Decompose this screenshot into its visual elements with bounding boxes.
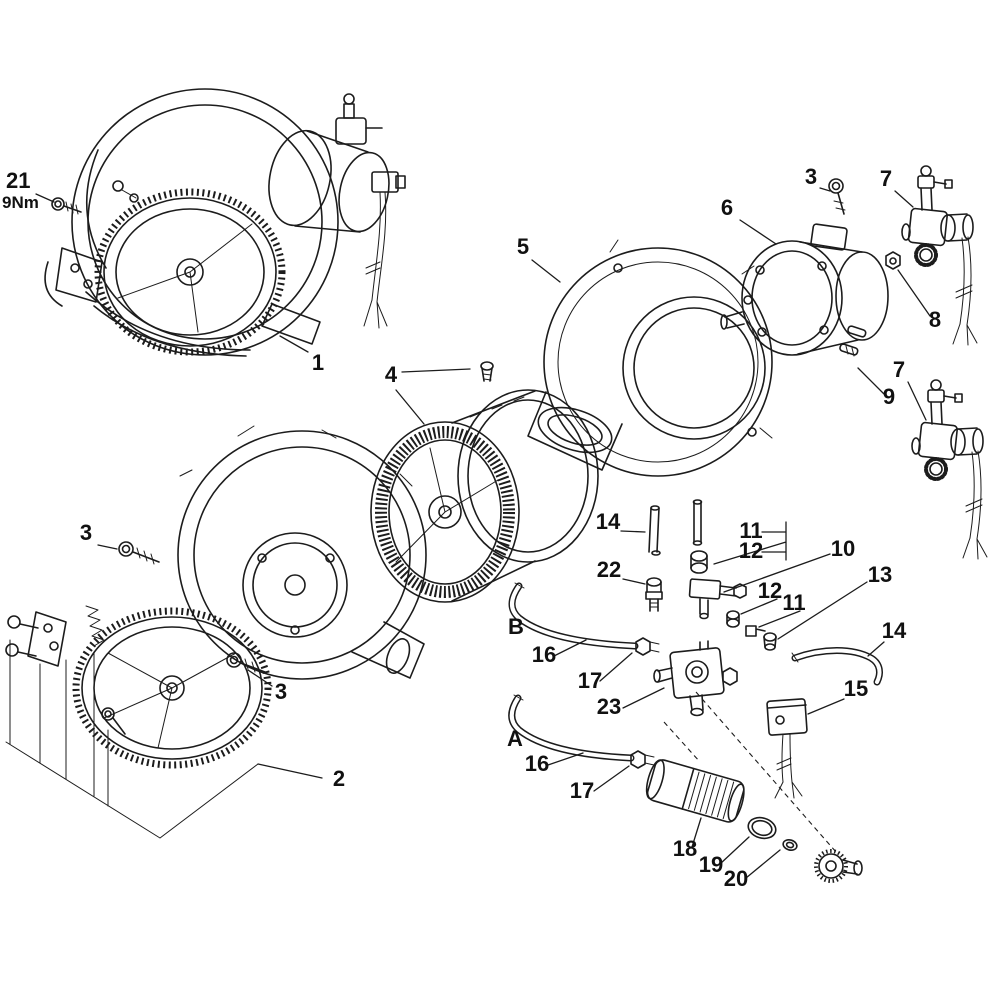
torque-note: 9Nm: [2, 193, 39, 212]
callout-11-a: 11: [739, 518, 762, 543]
leader-lines: [35, 187, 931, 879]
callout-19: 19: [699, 852, 723, 877]
fitting-22: [645, 577, 663, 612]
screw-21: [51, 197, 82, 215]
tee-fitting-10: [688, 578, 747, 620]
top-valve-1: [335, 93, 383, 145]
callout-15: 15: [844, 676, 868, 701]
hose-B: [508, 582, 639, 650]
nut-8: [885, 251, 901, 270]
blower-assembly-2: [5, 425, 427, 839]
callout-11-b: 11: [782, 590, 805, 615]
callout-22: 22: [597, 557, 621, 582]
motor-1: [268, 129, 390, 233]
nut-17-upper: [635, 637, 660, 656]
screw-3-right: [828, 178, 846, 215]
wire-harness-1: [363, 191, 388, 329]
callout-16-b: 16: [525, 751, 549, 776]
fan-wheel-4: [370, 361, 599, 603]
hose-A: [508, 694, 635, 762]
mount-bracket-1: [44, 247, 103, 307]
callout-10: 10: [831, 536, 855, 561]
callout-23: 23: [597, 694, 621, 719]
callout-21: 21: [6, 168, 30, 193]
callout-18: 18: [673, 836, 697, 861]
blower-housing-2: [177, 425, 427, 680]
callout-17-a: 17: [578, 668, 602, 693]
fanout-lines: [5, 639, 259, 839]
callout-3-a: 3: [80, 520, 92, 545]
blower-housing-5: [527, 239, 773, 477]
callout-12-b: 12: [758, 578, 782, 603]
callout-16-a: 16: [532, 642, 556, 667]
callout-13: 13: [868, 562, 892, 587]
wire-harness-15: [774, 733, 803, 799]
callout-7-b: 7: [893, 357, 905, 382]
tube-14-small: [648, 505, 661, 556]
elbow-11-lower: [745, 625, 766, 637]
screw-3-upper: [118, 541, 160, 565]
knurled-knob: [814, 849, 863, 883]
fitting-group: [508, 499, 883, 883]
callout-5: 5: [517, 234, 529, 259]
callout-labels: 21 9Nm 1 3 3 2 4 5 6 3 7 8 9 7 14 11 12 …: [2, 164, 941, 891]
callout-12-a: 12: [739, 538, 763, 563]
callout-3-b: 3: [275, 679, 287, 704]
callout-14-a: 14: [596, 509, 621, 534]
callout-6: 6: [721, 195, 733, 220]
callout-2: 2: [333, 766, 345, 791]
callout-9: 9: [883, 384, 895, 409]
solenoid-15: [766, 698, 808, 799]
callout-B: B: [508, 614, 524, 639]
screw-4: [480, 361, 494, 382]
callout-3-c: 3: [805, 164, 817, 189]
nut-17-lower: [630, 750, 655, 769]
filter-18: [645, 759, 745, 823]
seal-20: [782, 839, 798, 851]
callout-4: 4: [385, 362, 398, 387]
blower-housing-1: [71, 88, 339, 357]
nut-12-lower: [726, 610, 740, 628]
callout-1: 1: [312, 350, 324, 375]
tube-11-small: [692, 499, 703, 546]
blower-assembly-1: [44, 88, 406, 357]
motor-6: [720, 223, 889, 357]
callout-7-a: 7: [880, 166, 892, 191]
hose-14-right: [791, 647, 883, 686]
hardware-set-left: [5, 605, 126, 735]
ring-gear-1: [94, 188, 286, 356]
o-ring-19: [747, 816, 777, 840]
callout-17-b: 17: [570, 778, 594, 803]
valve-block-23: [653, 640, 738, 717]
fitting-12-upper: [690, 550, 708, 574]
callout-14-b: 14: [882, 618, 907, 643]
callout-20: 20: [724, 866, 748, 891]
plug-13: [763, 632, 777, 651]
callout-A: A: [507, 726, 523, 751]
callout-8: 8: [929, 307, 941, 332]
studs-9: [839, 325, 867, 357]
